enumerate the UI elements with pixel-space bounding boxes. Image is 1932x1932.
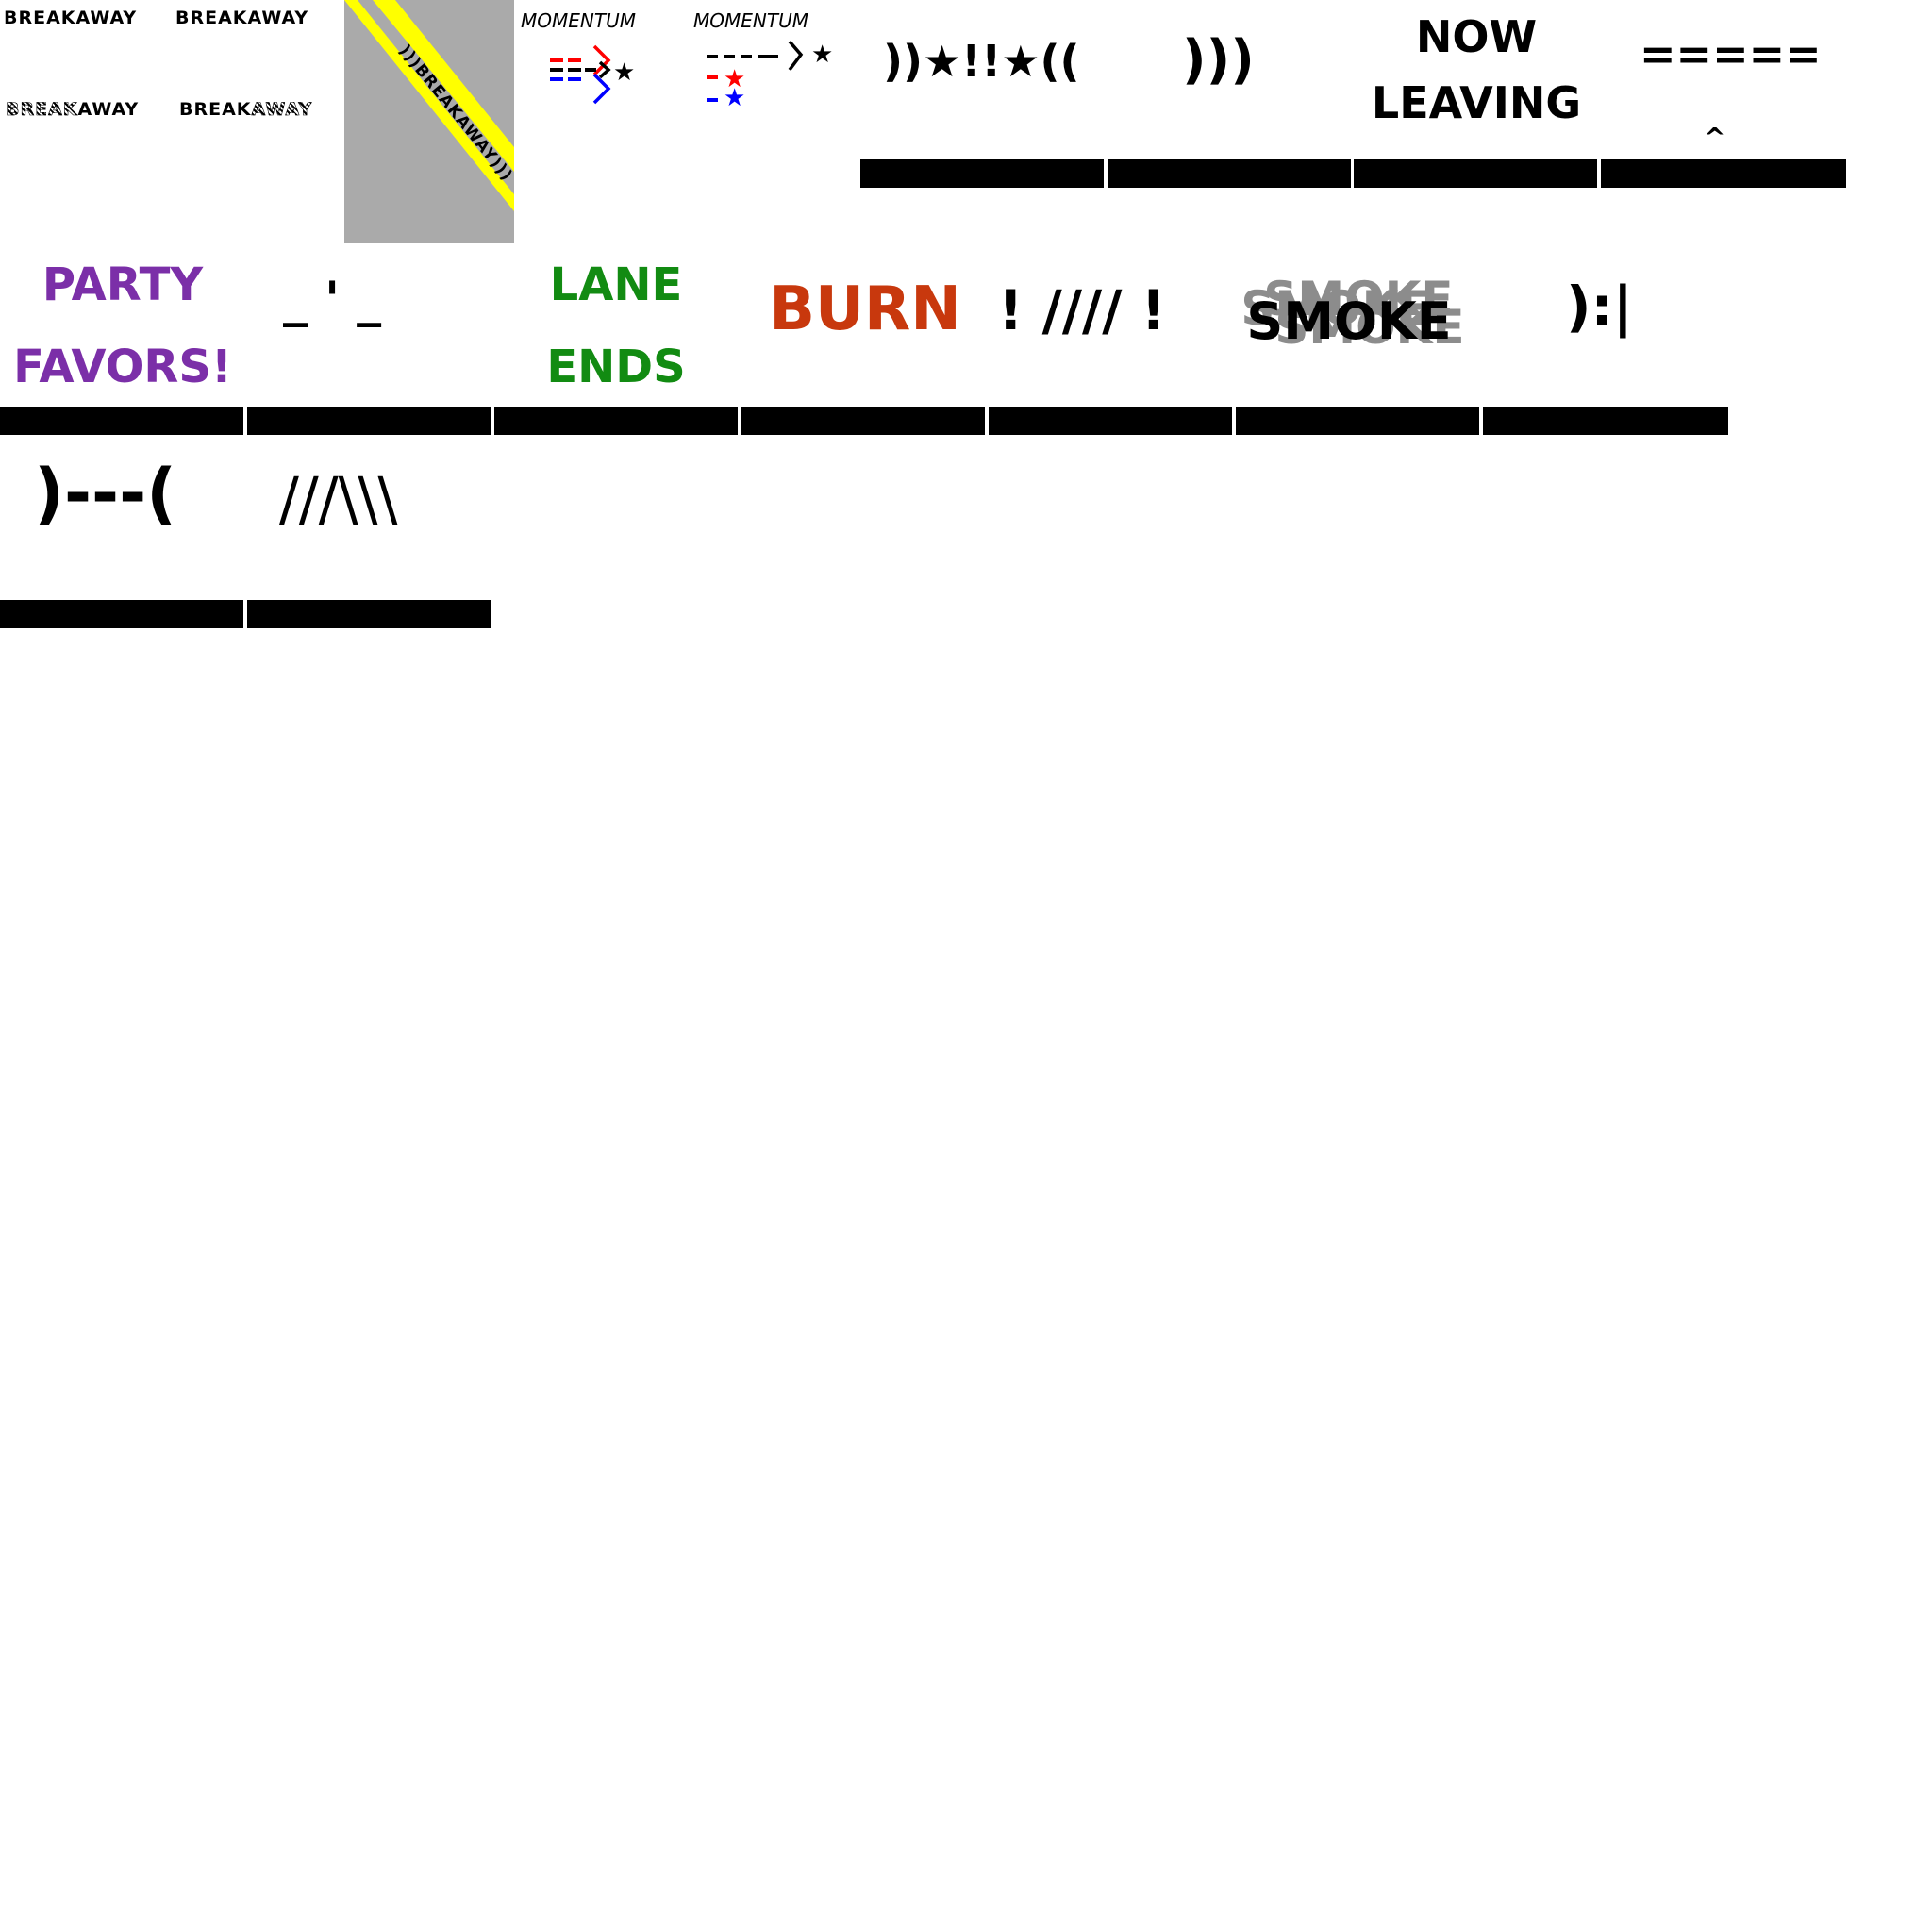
placeholder-bar [1236,407,1479,435]
breakaway-hatched-part: BREAK [6,99,78,120]
momentum-arrow-icon-2: ★ ★ ★ [707,40,833,107]
arrows-stars-glyph: ))★!!★(( [883,36,1080,87]
breakaway-label-top-left: BREAKAWAY [4,8,138,28]
ends-label: ENDS [546,341,686,393]
face-glyph: ):| [1566,275,1633,339]
momentum-arrow-icon-1: ★ [550,44,635,105]
breakaway-label-bottom-right: BREAKAWAY [179,99,313,120]
favors-label: FAVORS! [13,341,232,393]
burn-label: BURN [769,275,961,344]
smoke-label: SMOKE [1246,291,1452,351]
equals-glyph: ===== [1640,28,1822,79]
placeholder-bar [989,407,1232,435]
placeholder-bar [0,600,243,628]
smoke-stack: SMOKE SMOKE SMOKE SMOKE [1236,264,1481,368]
dash-tick-glyph: _ ' _ [283,272,382,328]
placeholder-bar [1483,407,1728,435]
smoke-ghost-text: SMOKE [1241,281,1431,336]
breakaway-label-top-right: BREAKAWAY [175,8,309,28]
svg-text:★: ★ [724,84,745,107]
placeholder-bar [741,407,985,435]
now-label: NOW [1415,11,1538,62]
momentum-label-2: MOMENTUM [693,9,808,32]
svg-text:★: ★ [811,41,833,69]
placeholder-bar [1354,159,1597,188]
momentum-label-1: MOMENTUM [521,9,636,32]
lane-label: LANE [549,258,683,311]
breakaway-label-bottom-left: BREAKAWAY [6,99,140,120]
breakaway-hatched-part: AWAY [251,99,313,120]
placeholder-bar [1108,159,1351,188]
breakaway-solid-part: BREAK [179,99,252,120]
placeholder-bar [1601,159,1846,188]
placeholder-bar [0,407,243,435]
triple-chevron-glyph: ))) [1182,29,1255,91]
placeholder-bar [494,407,738,435]
breakaway-diagonal-banner: )))BREAKAWAY))) [344,0,514,243]
caret-glyph: ^ [1704,122,1726,153]
placeholder-bar [247,407,491,435]
smoke-ghost-text: SMOKE [1263,272,1454,326]
banner-stripes [344,0,514,211]
svg-text:★: ★ [724,65,745,93]
bracket-dashes-glyph: )---( [34,455,177,532]
breakaway-solid-part: AWAY [77,99,140,120]
smoke-ghost-text: SMOKE [1274,300,1465,355]
leaving-label: LEAVING [1371,77,1582,128]
placeholder-bar [247,600,491,628]
party-label: PARTY [42,258,204,311]
slashes-glyph: ! //// ! [998,278,1167,342]
placeholder-bar [860,159,1104,188]
svg-text:★: ★ [613,58,635,87]
slash-backslash-glyph: ///\\\ [279,464,398,533]
